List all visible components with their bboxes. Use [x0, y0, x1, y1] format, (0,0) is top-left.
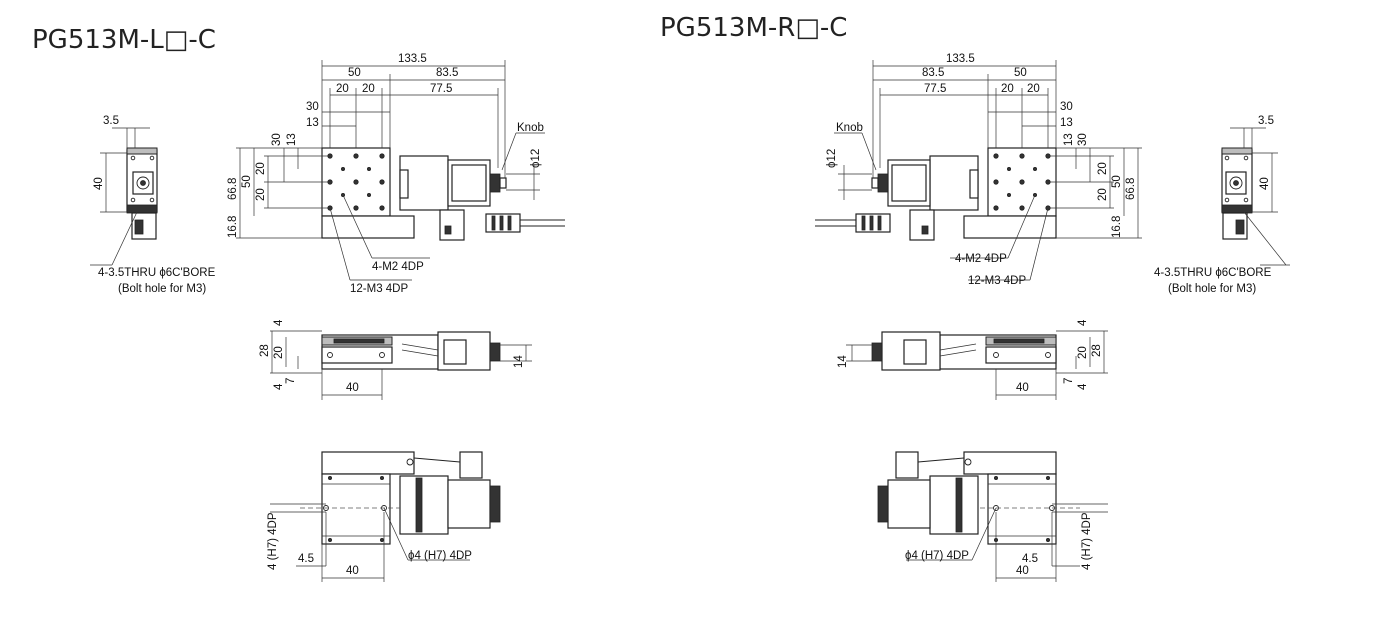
left-side-view: 3.5 40 4-3.5THRU ϕ6C'BORE (Bolt hole for… — [90, 115, 216, 295]
left-front-view: 28 20 4 4 7 40 14 — [259, 319, 532, 400]
dim-77-5-right: 77.5 — [924, 83, 946, 95]
bolt-hole-label: 4-3.5THRU ϕ6C'BORE — [98, 267, 216, 279]
dim-20b-left: 20 — [362, 83, 375, 95]
dim-20-front-left: 20 — [273, 346, 285, 359]
bolt-hole-label-right: 4-3.5THRU ϕ6C'BORE — [1154, 267, 1272, 279]
dim-v30-right: 30 — [1060, 101, 1073, 113]
left-bottom-view: 4 (H7) 4DP 4.5 40 ϕ4 (H7) 4DP — [267, 451, 501, 582]
dim-16-8-left: 16.8 — [227, 216, 239, 238]
dim-20a-left: 20 — [336, 83, 349, 95]
bolt-hole-note: (Bolt hole for M3) — [118, 283, 206, 295]
dim-66-8-left: 66.8 — [227, 178, 239, 200]
dim-7-front-right: 7 — [1063, 378, 1075, 384]
dim-side-3-5-right: 3.5 — [1258, 115, 1274, 127]
dim-40-front-right: 40 — [1016, 382, 1029, 394]
dim-83-5-right: 83.5 — [922, 67, 944, 79]
dim-side-40-right: 40 — [1259, 177, 1271, 190]
dim-phi12-right: ϕ12 — [826, 149, 838, 168]
dim-total-right: 133.5 — [946, 53, 975, 65]
dim-14-front-left: 14 — [513, 355, 525, 368]
dim-20-front-right: 20 — [1077, 346, 1089, 359]
dim-4-5-right: 4.5 — [1022, 553, 1038, 565]
dim-4-5-left: 4.5 — [298, 553, 314, 565]
knob-label-left: Knob — [517, 122, 544, 134]
dim-h13-right: 13 — [1063, 133, 1075, 146]
dim-40-front-left: 40 — [346, 382, 359, 394]
label-m2-left: 4-M2 4DP — [372, 261, 424, 273]
dim-v30-left: 30 — [306, 101, 319, 113]
label-pin-right: ϕ4 (H7) 4DP — [905, 550, 969, 562]
dim-7-front-left: 7 — [285, 378, 297, 384]
dim-50-right: 50 — [1014, 67, 1027, 79]
dim-4a-front-right: 4 — [1077, 319, 1089, 326]
right-top-view: 133.5 83.5 50 77.5 20 20 30 13 Knob ϕ12 … — [815, 53, 1142, 287]
left-top-view: 133.5 50 83.5 20 20 77.5 30 13 Knob ϕ12 … — [227, 53, 565, 295]
dim-66-8-right: 66.8 — [1125, 178, 1137, 200]
dim-40-bottom-left: 40 — [346, 565, 359, 577]
dim-20b-right: 20 — [1027, 83, 1040, 95]
dim-50-v-left: 50 — [241, 175, 253, 188]
dim-pin-depth-left: 4 (H7) 4DP — [267, 512, 279, 570]
dim-v13-left: 13 — [306, 117, 319, 129]
dim-16-8-right: 16.8 — [1111, 216, 1123, 238]
label-m2-right: 4-M2 4DP — [955, 253, 1007, 265]
bolt-hole-note-right: (Bolt hole for M3) — [1168, 283, 1256, 295]
dim-h13-left: 13 — [286, 133, 298, 146]
right-side-view: 3.5 40 4-3.5THRU ϕ6C'BORE (Bolt hole for… — [1154, 115, 1290, 295]
dim-83-5-left: 83.5 — [436, 67, 458, 79]
dim-v13-right: 13 — [1060, 117, 1073, 129]
dim-4a-front-left: 4 — [273, 319, 285, 326]
dim-14-front-right: 14 — [837, 355, 849, 368]
dim-50-v-right: 50 — [1111, 175, 1123, 188]
dim-4b-front-right: 4 — [1077, 383, 1089, 390]
dim-phi12-left: ϕ12 — [530, 149, 542, 168]
dim-side-40: 40 — [93, 177, 105, 190]
title-left-model: PG513M-L□-C — [32, 25, 216, 55]
dim-h30-left: 30 — [271, 133, 283, 146]
label-m3-left: 12-M3 4DP — [350, 283, 408, 295]
knob-label-right: Knob — [836, 122, 863, 134]
dim-77-5-left: 77.5 — [430, 83, 452, 95]
dim-28-left: 28 — [259, 344, 271, 357]
dim-4b-front-left: 4 — [273, 383, 285, 390]
dim-28-right: 28 — [1091, 344, 1103, 357]
dim-40-bottom-right: 40 — [1016, 565, 1029, 577]
dim-total-left: 133.5 — [398, 53, 427, 65]
right-front-view: 14 28 20 4 4 7 40 — [837, 319, 1108, 400]
dim-20v-a-left: 20 — [255, 162, 267, 175]
dim-20v-b-left: 20 — [255, 188, 267, 201]
dim-50-left: 50 — [348, 67, 361, 79]
label-m3-right: 12-M3 4DP — [968, 275, 1026, 287]
title-right-model: PG513M-R□-C — [660, 13, 847, 43]
dim-20a-right: 20 — [1001, 83, 1014, 95]
dim-side-3-5: 3.5 — [103, 115, 119, 127]
dim-20v-a-right: 20 — [1097, 162, 1109, 175]
right-bottom-view: 4 (H7) 4DP 4.5 40 ϕ4 (H7) 4DP — [877, 451, 1108, 582]
label-pin-left: ϕ4 (H7) 4DP — [408, 550, 472, 562]
dim-20v-b-right: 20 — [1097, 188, 1109, 201]
dim-pin-depth-right: 4 (H7) 4DP — [1081, 512, 1093, 570]
dim-h30-right: 30 — [1077, 133, 1089, 146]
